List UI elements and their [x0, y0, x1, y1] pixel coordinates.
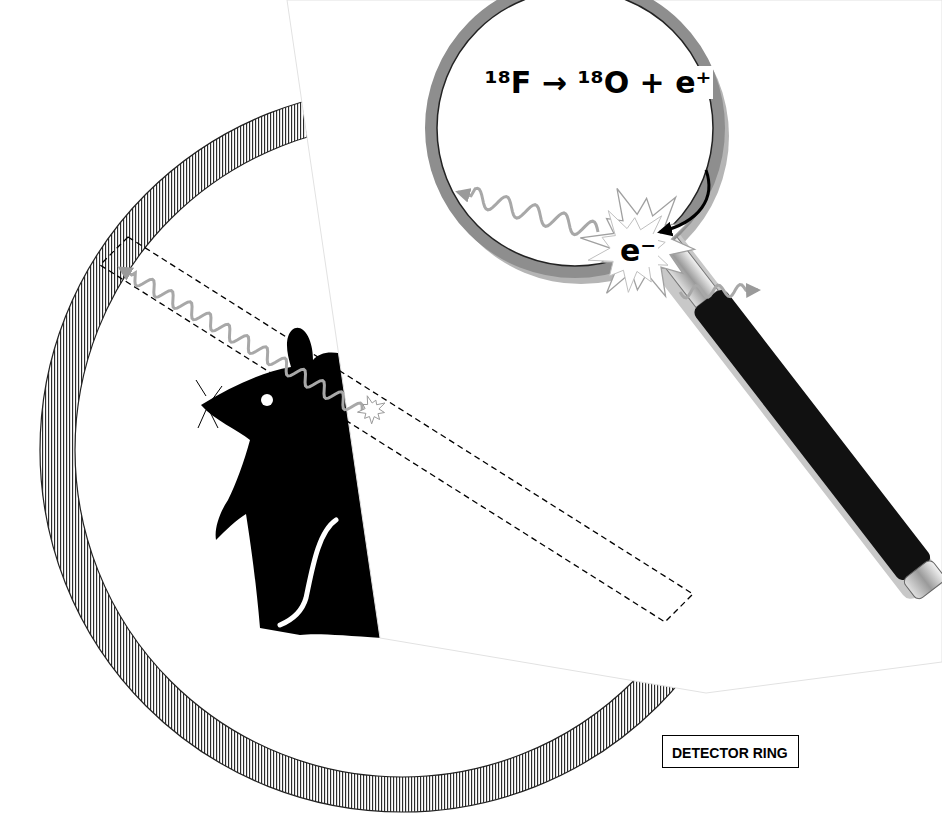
handle-shadow [640, 228, 942, 603]
particle-label: e⁻ [618, 234, 658, 267]
annihilation-burst [357, 396, 384, 424]
annihilation-burst [580, 189, 694, 297]
pointer-arrow [660, 170, 709, 232]
mouse-eye [261, 394, 273, 406]
mouse-whisker [212, 386, 222, 400]
mouse-whisker [198, 410, 206, 428]
mouse-leg-line [280, 520, 336, 625]
magnifier-handle [638, 223, 942, 606]
line-of-response [100, 237, 693, 622]
decay-equation: ¹⁸F → ¹⁸O + e⁺ [483, 66, 714, 99]
handle-cap [902, 558, 942, 601]
label-box: DETECTOR RING [662, 735, 799, 768]
annihilation-burst [588, 211, 668, 293]
photon-wave [120, 268, 362, 412]
handle-grip [691, 287, 933, 584]
mouse-whisker [210, 412, 218, 428]
mouse-whisker [196, 380, 206, 396]
photon-wave [680, 285, 758, 298]
photon-wave [458, 188, 598, 234]
box-label: DETECTOR RING [672, 745, 788, 761]
